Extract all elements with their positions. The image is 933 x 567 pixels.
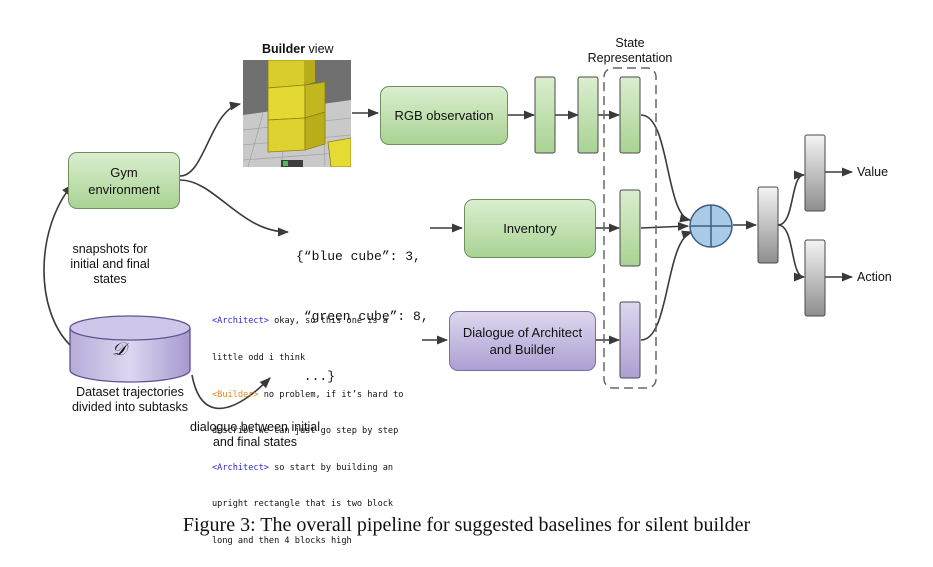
edge-gym-to-json <box>179 179 290 237</box>
dialogue-line: describe we can just go step by step <box>212 426 399 437</box>
state-representation-frame <box>603 67 657 389</box>
dataset-label: Dataset trajectories divided into subtas… <box>71 385 189 414</box>
rgb-layer-2 <box>577 76 599 154</box>
edge-fc-to-action <box>777 224 806 282</box>
edge-state1-to-combine <box>640 114 692 223</box>
value-head <box>804 134 826 212</box>
rgb-observation-node: RGB observation <box>380 86 508 145</box>
figure-caption: Figure 3: The overall pipeline for sugge… <box>182 514 751 536</box>
dialogue-line: <Builder> no problem, if it’s hard to <box>212 389 404 400</box>
edge-fc-to-value <box>777 170 806 226</box>
dialogue-line: upright rectangle that is two block <box>212 499 394 510</box>
circled-plus-icon <box>689 204 733 248</box>
edge-gym-to-image <box>179 101 242 177</box>
dialogue-line: long and then 4 blocks high <box>212 536 352 547</box>
edge-state3-to-combine <box>640 230 694 341</box>
dialogue-line: little odd i think <box>212 353 306 364</box>
inventory-node: Inventory <box>464 199 596 258</box>
state-rgb-vector <box>619 76 641 154</box>
action-label: Action <box>857 270 892 284</box>
state-representation-title: State Representation <box>587 36 673 65</box>
dataset-symbol: 𝒟 <box>112 339 127 360</box>
action-head <box>804 239 826 317</box>
state-dialogue-vector <box>619 301 641 379</box>
edge-dataset-to-gym <box>43 184 73 346</box>
state-inventory-vector <box>619 189 641 267</box>
edge-dataset-to-dialogue <box>191 374 271 410</box>
dialogue-line: <Architect> so start by building an <box>212 462 394 473</box>
fc-layer <box>757 186 779 264</box>
rgb-layer-1 <box>534 76 556 154</box>
database-cylinder-icon <box>69 315 191 383</box>
dialogue-sample: <Architect> okay, so this one is a littl… <box>212 291 403 559</box>
snapshots-label: snapshots for initial and final states <box>70 242 150 286</box>
builder-view-title: Builder view <box>262 42 334 56</box>
value-label: Value <box>857 165 889 179</box>
builder-view-image <box>243 60 351 167</box>
inventory-json: {“blue cube”: 3, “green cube”: 8, ...} <box>296 249 429 384</box>
dialogue-between-label: dialogue between initial and final state… <box>190 420 320 449</box>
dialogue-line: <Architect> okay, so this one is a <box>212 316 388 327</box>
edge-state2-to-combine <box>640 221 690 231</box>
